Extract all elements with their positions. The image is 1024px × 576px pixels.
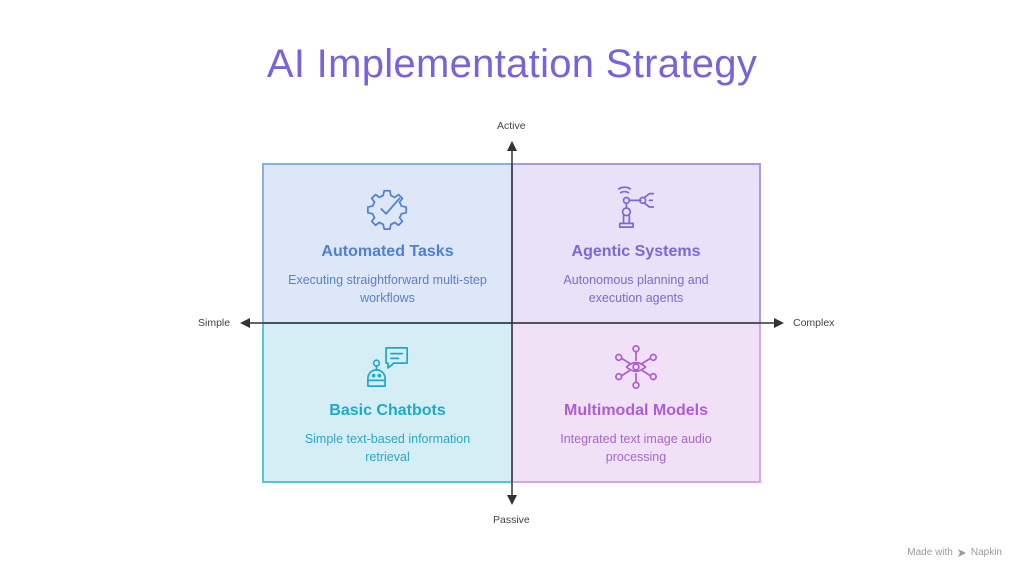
quadrant-automated-tasks: Automated Tasks Executing straightforwar… bbox=[262, 163, 513, 324]
made-with-napkin[interactable]: Made with Napkin bbox=[907, 547, 1002, 558]
arrow-left-icon bbox=[240, 318, 250, 328]
arrow-up-icon bbox=[507, 141, 517, 151]
gear-check-icon bbox=[366, 189, 407, 230]
quadrant-title: Basic Chatbots bbox=[329, 402, 446, 419]
arrow-down-icon bbox=[507, 495, 517, 505]
page-title: AI Implementation Strategy bbox=[266, 42, 758, 86]
axis-label-simple: Simple bbox=[198, 317, 231, 329]
axis-label-complex: Complex bbox=[793, 317, 835, 329]
axis-label-active: Active bbox=[497, 120, 526, 132]
napkin-brand-label: Napkin bbox=[970, 547, 1002, 558]
quadrant-title: Automated Tasks bbox=[321, 243, 454, 260]
robot-arm-icon bbox=[617, 186, 655, 229]
arrow-right-icon bbox=[774, 318, 784, 328]
quadrant-description: Simple text-based information retrieval bbox=[304, 432, 471, 464]
chatbot-icon bbox=[366, 346, 408, 388]
network-eye-icon bbox=[615, 345, 657, 389]
made-with-label: Made with bbox=[907, 547, 953, 558]
quadrant-description: Executing straightforward multi-step wor… bbox=[288, 273, 487, 305]
napkin-logo-icon bbox=[957, 548, 966, 557]
quadrant-agentic-systems: Agentic Systems Autonomous planning and … bbox=[511, 163, 761, 324]
quadrant-basic-chatbots: Basic Chatbots Simple text-based informa… bbox=[262, 322, 513, 483]
quadrant-multimodal-models: Multimodal Models Integrated text image … bbox=[511, 322, 761, 483]
quadrant-title: Multimodal Models bbox=[564, 402, 708, 419]
quadrant-description: Autonomous planning and execution agents bbox=[563, 273, 709, 305]
axis-label-passive: Passive bbox=[493, 514, 530, 526]
quadrant-description: Integrated text image audio processing bbox=[560, 432, 712, 464]
quadrant-title: Agentic Systems bbox=[571, 243, 701, 260]
